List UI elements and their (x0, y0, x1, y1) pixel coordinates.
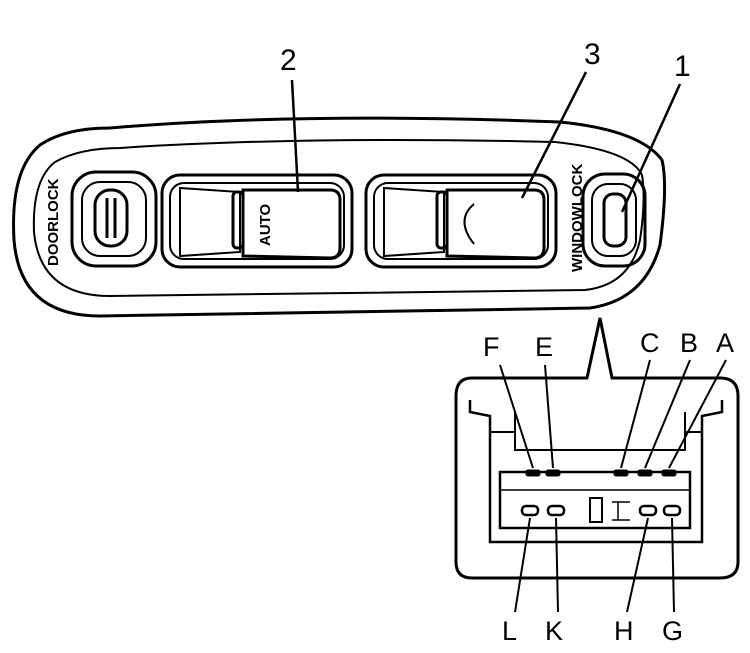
auto-label: AUTO (257, 203, 274, 246)
terminal-h (638, 504, 658, 517)
terminal-k (546, 504, 566, 517)
callout-3: 3 (584, 38, 601, 71)
connector-view (454, 317, 740, 580)
terminal-e (545, 469, 561, 477)
pin-label-g: G (662, 616, 683, 646)
callout-1: 1 (674, 50, 691, 83)
terminal-a (661, 469, 677, 477)
callout-leaders (290, 71, 682, 213)
terminal-c (613, 469, 629, 477)
pin-label-f: F (483, 332, 500, 362)
pin-label-k: K (545, 616, 563, 646)
connector-terminals (520, 469, 682, 517)
terminal-g (662, 504, 682, 517)
switch-panel (12, 116, 667, 318)
pin-label-b: B (680, 328, 698, 358)
pin-label-a: A (716, 328, 734, 358)
terminal-l (520, 504, 540, 517)
pin-leaders (499, 359, 727, 613)
terminal-b (637, 469, 653, 477)
window-switch-auto (160, 173, 354, 269)
windowlock-label: WINDOWLOCK (569, 164, 586, 272)
windowlock-switch (581, 172, 647, 268)
pin-label-c: C (640, 328, 660, 358)
pin-label-h: H (614, 616, 634, 646)
pin-label-l: L (502, 616, 517, 646)
doorlock-switch (70, 170, 158, 268)
pin-label-e: E (535, 332, 553, 362)
doorlock-label: DOORLOCK (45, 178, 62, 266)
terminal-f (525, 469, 541, 477)
callout-2: 2 (280, 44, 297, 77)
window-switch-3 (364, 173, 558, 269)
